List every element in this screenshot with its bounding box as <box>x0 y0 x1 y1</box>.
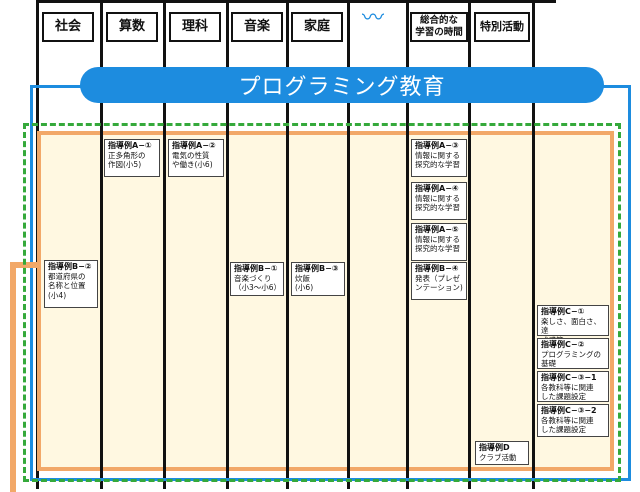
card-d: 指導例D クラブ活動 <box>475 441 529 465</box>
column-line <box>347 131 350 471</box>
card-desc: クラブ活動 <box>479 452 517 462</box>
subject-shakai: 社会 <box>42 12 94 42</box>
column-line <box>163 131 166 471</box>
column-line <box>468 131 471 471</box>
card-id: 指導例C−③−1 <box>541 373 597 382</box>
card-a1: 指導例A−① 正多角形の 作図(小5) <box>104 139 160 177</box>
card-desc: 炊飯 (小6) <box>295 273 314 293</box>
card-c2: 指導例C−② プログラミングの 基礎 <box>537 338 609 369</box>
card-id: 指導例A−③ <box>415 141 459 150</box>
card-desc: 正多角形の 作図(小5) <box>108 150 146 170</box>
card-id: 指導例B−① <box>234 264 278 273</box>
banner-title: プログラミング教育 <box>238 75 446 100</box>
card-a4: 指導例A−④ 情報に関する 探究的な学習 <box>411 182 467 220</box>
card-b3: 指導例B−③ 炊飯 (小6) <box>291 262 345 296</box>
card-desc: 発表（プレゼ ンテーション) <box>415 273 463 293</box>
programming-education-banner: プログラミング教育 <box>80 67 604 103</box>
column-line <box>532 131 535 471</box>
subject-tokkatsu: 特別活動 <box>474 12 530 42</box>
card-desc: 各教科等に関連 した課題設定 <box>541 415 594 435</box>
subject-rika: 理科 <box>169 12 221 42</box>
card-desc: 情報に関する 探究的な学習 <box>415 193 460 213</box>
subject-ongaku: 音楽 <box>231 12 283 42</box>
subject-sansu: 算数 <box>106 12 158 42</box>
teaching-examples-area <box>37 131 614 471</box>
card-a5: 指導例A−⑤ 情報に関する 探究的な学習 <box>411 223 467 261</box>
card-a3: 指導例A−③ 情報に関する 探究的な学習 <box>411 139 467 177</box>
column-line <box>406 131 409 471</box>
card-id: 指導例A−① <box>108 141 152 150</box>
card-desc: 情報に関する 探究的な学習 <box>415 234 460 254</box>
card-id: 指導例A−⑤ <box>415 225 459 234</box>
card-id: 指導例C−② <box>541 340 585 349</box>
card-b4: 指導例B−④ 発表（プレゼ ンテーション) <box>411 262 467 300</box>
card-id: 指導例C−③−2 <box>541 406 597 415</box>
column-line <box>226 131 229 471</box>
card-id: 指導例B−③ <box>295 264 339 273</box>
card-desc: 情報に関する 探究的な学習 <box>415 150 460 170</box>
subject-katei: 家庭 <box>291 12 343 42</box>
card-a2: 指導例A−② 電気の性質 や働き(小6) <box>168 139 224 177</box>
card-desc: 都道府県の 名称と位置 (小4) <box>48 271 86 300</box>
card-id: 指導例B−② <box>48 262 92 271</box>
card-desc: 電気の性質 や働き(小6) <box>172 150 213 170</box>
table-top-border <box>36 0 556 3</box>
card-b1: 指導例B−① 音楽づくり （小3～小6） <box>230 262 284 296</box>
card-desc: 音楽づくり （小3～小6） <box>234 273 282 293</box>
card-desc: プログラミングの 基礎 <box>541 349 601 369</box>
card-c1: 指導例C−① 楽しさ、面白さ、達 成感等 <box>537 305 609 345</box>
card-desc: 各教科等に関連 した課題設定 <box>541 382 594 402</box>
card-c3-1: 指導例C−③−1 各教科等に関連 した課題設定 <box>537 371 609 402</box>
card-id: 指導例B−④ <box>415 264 459 273</box>
omission-mark: 〰 <box>362 6 385 31</box>
card-id: 指導例D <box>479 443 510 452</box>
curriculum-scope-frame <box>23 123 621 482</box>
card-id: 指導例C−① <box>541 307 585 316</box>
column-line <box>286 131 289 471</box>
card-id: 指導例A−② <box>172 141 216 150</box>
card-c3-2: 指導例C−③−2 各教科等に関連 した課題設定 <box>537 404 609 437</box>
card-b2: 指導例B−② 都道府県の 名称と位置 (小4) <box>44 260 98 308</box>
orange-connector <box>10 262 16 492</box>
subject-sogo: 総合的な 学習の時間 <box>410 12 468 42</box>
column-line <box>100 131 103 471</box>
card-id: 指導例A−④ <box>415 184 459 193</box>
